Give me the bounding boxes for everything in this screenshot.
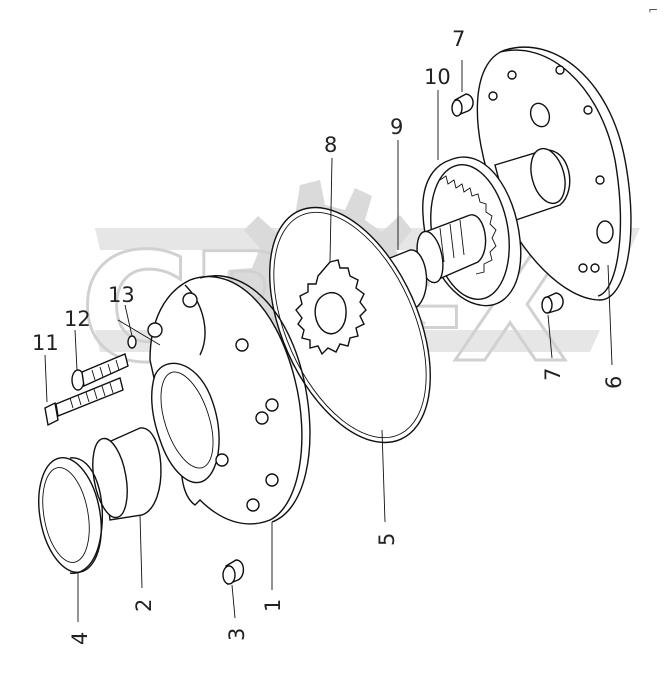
label-5: 5 [375,533,399,546]
leader-lines [44,60,613,622]
label-13: 13 [108,283,135,307]
label-6: 6 [602,376,626,389]
part-8-inner-gear [295,259,367,356]
part-labels: 1 2 3 4 5 6 7 7 8 9 10 11 12 13 [32,27,626,645]
part-11-bolt [44,377,124,427]
label-9: 9 [390,115,403,139]
label-11: 11 [32,331,59,355]
label-7-lower: 7 [541,368,565,381]
part-12-bolt-washer [71,353,129,391]
label-2: 2 [132,599,156,612]
part-13-washer [127,335,137,349]
part-4-seal-ring [38,456,104,574]
corner-mark: ⌐ [648,3,658,17]
part-1-housing [147,275,311,525]
part-3-dowel-pin [222,559,245,585]
label-1: 1 [261,599,285,612]
label-8: 8 [324,133,337,157]
label-12: 12 [64,307,91,331]
part-7-pin-upper [451,93,474,117]
part-7-pin-lower [541,292,564,314]
part-6-flange-shaft [476,46,632,301]
label-7-upper: 7 [452,27,465,51]
label-4: 4 [68,632,92,645]
label-10: 10 [424,65,451,89]
label-3: 3 [225,628,249,641]
